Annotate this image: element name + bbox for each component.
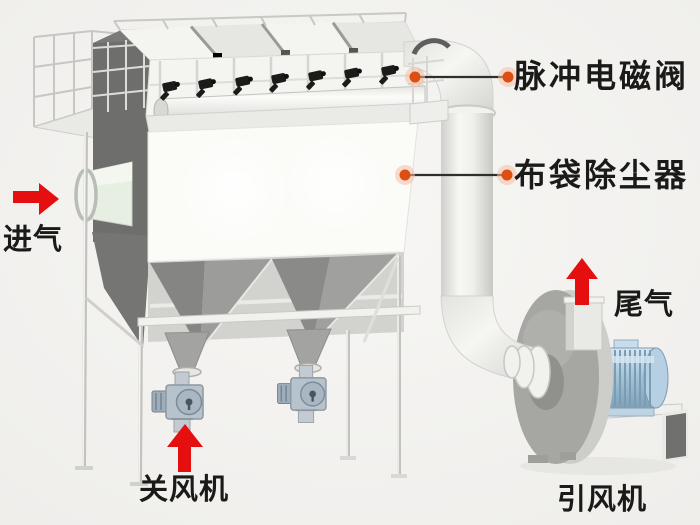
label-air-inlet: 进气 bbox=[3, 224, 64, 256]
roof-railing bbox=[113, 12, 407, 31]
label-rotary-airlock: 关风机 bbox=[139, 474, 230, 506]
callout-dot bbox=[502, 71, 514, 83]
annotations bbox=[13, 67, 598, 472]
frame-brace bbox=[362, 257, 400, 343]
intake-arrow-icon bbox=[13, 183, 59, 215]
filter-housing-body bbox=[147, 120, 419, 264]
exhaust-arrow-icon bbox=[566, 258, 598, 305]
callout-pulse-valve bbox=[405, 67, 518, 87]
roof-panels bbox=[118, 21, 421, 61]
rotary-airlock-right bbox=[277, 365, 327, 423]
label-induced-draft-fan: 引风机 bbox=[557, 484, 648, 516]
callout-dot bbox=[501, 169, 513, 181]
callout-dot bbox=[409, 71, 421, 83]
label-bag-dust-collector: 布袋除尘器 bbox=[514, 157, 690, 193]
callout-dot bbox=[399, 169, 411, 181]
label-pulse-solenoid-valve: 脉冲电磁阀 bbox=[514, 58, 690, 94]
front-frame-beam bbox=[137, 305, 421, 327]
callout-bag-filter bbox=[395, 165, 517, 185]
duct-bracket bbox=[411, 38, 451, 56]
hopper-left bbox=[150, 258, 273, 350]
stand-leg-shadow-face bbox=[666, 413, 686, 459]
access-platform-railing bbox=[33, 30, 123, 128]
support-legs bbox=[75, 131, 407, 486]
pulse-valves-row bbox=[160, 65, 399, 101]
induced-draft-fan-assembly bbox=[440, 290, 688, 475]
rotary-airlock-left bbox=[151, 371, 204, 433]
label-exhaust-gas: 尾气 bbox=[614, 289, 675, 321]
duct-vertical-pipe bbox=[441, 113, 493, 302]
baghouse-machine bbox=[33, 12, 426, 486]
inlet-reducer-rings bbox=[503, 345, 551, 399]
airlock-arrow-icon bbox=[167, 424, 203, 472]
